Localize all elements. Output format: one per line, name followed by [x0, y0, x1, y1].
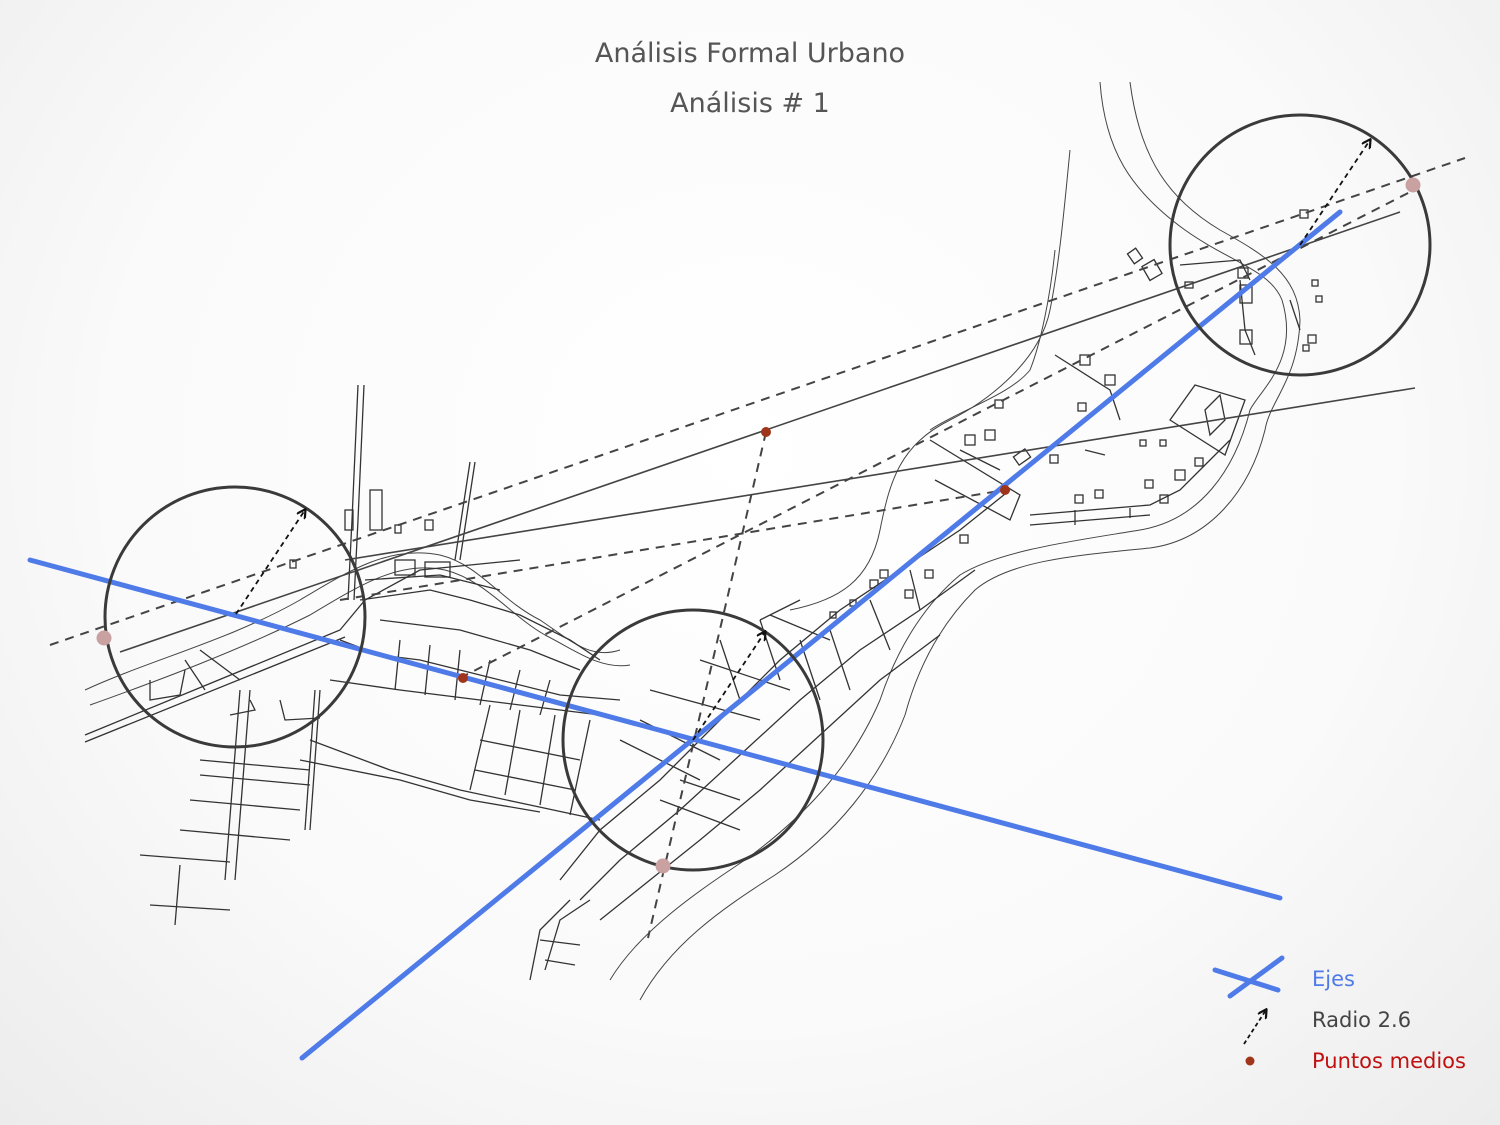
axis-southwest-northeast — [299, 209, 1343, 1061]
radius-arrows — [235, 140, 1370, 741]
legend-puntos-label: Puntos medios — [1312, 1049, 1466, 1073]
radius-arrow-center — [692, 632, 765, 741]
radius-arrow-northeast — [1299, 140, 1370, 246]
axes-cross-icon — [1212, 955, 1285, 999]
page-title: Análisis Formal Urbano — [594, 38, 906, 69]
street-network — [84, 209, 1323, 981]
legend-ejes-label: Ejes — [1312, 967, 1355, 991]
radius-arrow-west — [235, 510, 305, 615]
dashed-arrow-icon — [1243, 1010, 1266, 1045]
circle-center — [561, 608, 825, 872]
circle-point — [655, 858, 671, 874]
radius-circles — [103, 113, 1432, 872]
circle-point — [96, 630, 112, 646]
midpoints — [458, 427, 1010, 683]
circle-west — [103, 485, 367, 749]
axes — [27, 209, 1343, 1061]
legend — [1212, 955, 1285, 1066]
circle-northeast — [1168, 113, 1432, 377]
page-subtitle: Análisis # 1 — [670, 88, 830, 119]
construction-lines — [119, 211, 1416, 653]
midpoint — [458, 673, 468, 683]
circle-point — [1405, 177, 1421, 193]
legend-radio-label: Radio 2.6 — [1312, 1008, 1412, 1032]
circle-points — [96, 177, 1421, 874]
midpoint — [1000, 485, 1010, 495]
axis-east-west — [27, 557, 1283, 901]
dashed-construction-lines — [49, 157, 1466, 939]
midpoint-dot-icon — [1245, 1056, 1255, 1066]
midpoint — [761, 427, 771, 437]
